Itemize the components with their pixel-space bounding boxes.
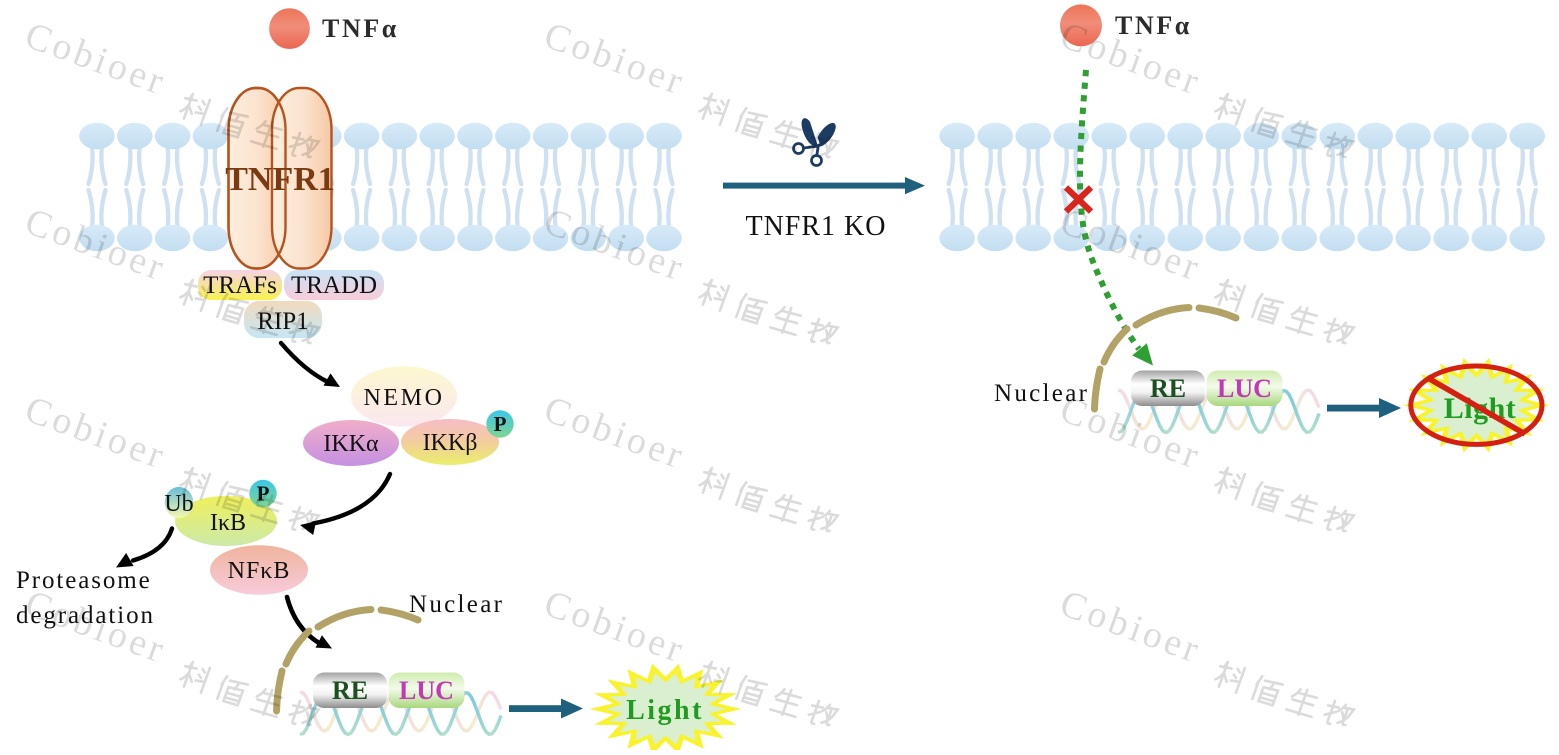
svg-text:TRADD: TRADD — [291, 272, 377, 299]
svg-text:IKKβ: IKKβ — [423, 430, 478, 456]
svg-text:RE: RE — [1150, 374, 1186, 403]
svg-text:P: P — [494, 412, 507, 436]
svg-text:Light: Light — [626, 695, 704, 726]
svg-text:LUC: LUC — [399, 676, 454, 705]
svg-text:TNFR1 KO: TNFR1 KO — [745, 211, 886, 242]
svg-text:NFκB: NFκB — [228, 558, 291, 584]
svg-text:NEMO: NEMO — [363, 385, 444, 411]
svg-text:TNFR1: TNFR1 — [225, 161, 335, 198]
svg-text:LUC: LUC — [1217, 374, 1272, 403]
svg-text:RE: RE — [332, 676, 368, 705]
svg-text:TNFα: TNFα — [322, 14, 399, 43]
svg-text:IκB: IκB — [210, 510, 246, 536]
svg-text:Ub: Ub — [164, 491, 193, 517]
svg-text:Nuclear: Nuclear — [409, 591, 504, 618]
svg-text:IKKα: IKKα — [323, 431, 379, 457]
svg-text:TRAFs: TRAFs — [203, 272, 277, 299]
